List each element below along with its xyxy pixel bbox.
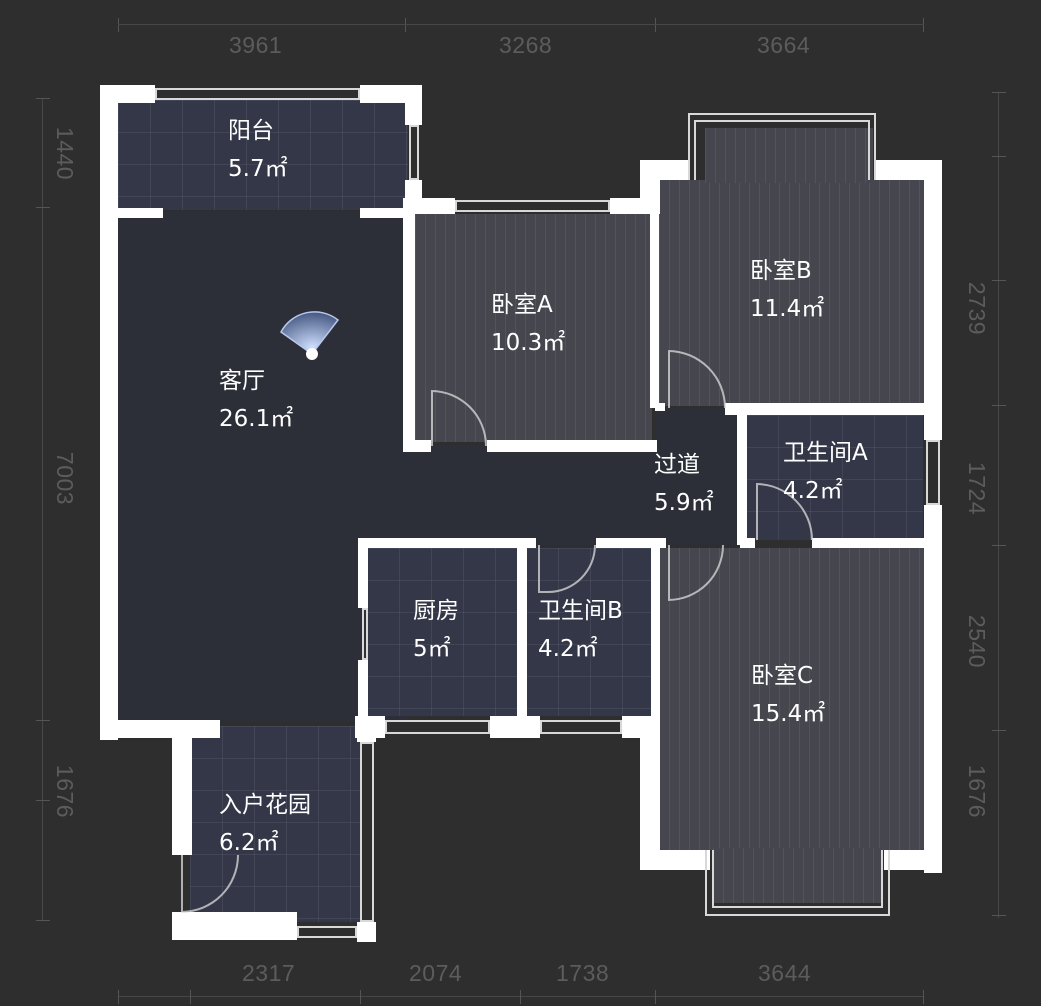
dim-right-2: 1724 bbox=[964, 461, 991, 516]
room-name: 客厅 bbox=[219, 368, 265, 394]
room-area: 26.1㎡ bbox=[219, 406, 294, 432]
room-name: 厨房 bbox=[413, 598, 459, 624]
dim-left-2: 7003 bbox=[52, 451, 79, 506]
room-area: 6.2㎡ bbox=[219, 830, 279, 856]
room-name: 卫生间B bbox=[538, 598, 623, 624]
room-name: 卧室A bbox=[491, 292, 553, 318]
room-name: 过道 bbox=[654, 452, 700, 478]
room-area: 5㎡ bbox=[413, 636, 451, 662]
label-bedroom-b: 卧室B 11.4㎡ bbox=[750, 252, 824, 328]
room-area: 15.4㎡ bbox=[751, 701, 826, 727]
dim-bottom-1: 2317 bbox=[242, 960, 296, 986]
room-area: 10.3㎡ bbox=[491, 330, 566, 356]
dim-right-1: 2739 bbox=[964, 281, 991, 336]
bedroom-b-baywindow bbox=[705, 128, 873, 183]
room-area: 4.2㎡ bbox=[783, 478, 843, 504]
label-kitchen: 厨房 5㎡ bbox=[413, 592, 459, 668]
room-name: 卧室B bbox=[750, 258, 812, 284]
room-hallway[interactable] bbox=[655, 408, 740, 545]
dim-right-3: 2540 bbox=[964, 614, 991, 669]
room-area: 5.7㎡ bbox=[228, 156, 288, 182]
label-entry-garden: 入户花园 6.2㎡ bbox=[219, 786, 311, 862]
label-bedroom-a: 卧室A 10.3㎡ bbox=[491, 286, 565, 362]
room-bedroom-b[interactable] bbox=[659, 180, 924, 406]
label-balcony: 阳台 5.7㎡ bbox=[228, 112, 288, 188]
label-hallway: 过道 5.9㎡ bbox=[654, 446, 714, 522]
label-bathroom-a: 卫生间A 4.2㎡ bbox=[783, 434, 868, 510]
room-name: 入户花园 bbox=[219, 792, 311, 818]
room-balcony[interactable] bbox=[118, 100, 408, 210]
dim-top-3: 3664 bbox=[757, 32, 811, 58]
room-area: 5.9㎡ bbox=[654, 490, 714, 516]
camera-fov-icon[interactable] bbox=[276, 310, 346, 365]
label-bedroom-c: 卧室C 15.4㎡ bbox=[751, 657, 825, 733]
label-bathroom-b: 卫生间B 4.2㎡ bbox=[538, 592, 623, 668]
dim-bottom-4: 3644 bbox=[758, 960, 812, 986]
dim-top-1: 3961 bbox=[229, 32, 283, 58]
dim-top-2: 3268 bbox=[499, 32, 553, 58]
dim-left-1: 1440 bbox=[52, 126, 79, 181]
dim-left-3: 1676 bbox=[52, 764, 79, 819]
dim-bottom-2: 2074 bbox=[409, 960, 463, 986]
room-name: 卫生间A bbox=[783, 440, 868, 466]
room-name: 阳台 bbox=[228, 118, 274, 144]
room-area: 11.4㎡ bbox=[750, 296, 825, 322]
room-kitchen[interactable] bbox=[367, 548, 517, 716]
room-living[interactable] bbox=[118, 212, 408, 722]
room-name: 卧室C bbox=[751, 663, 814, 689]
bedroom-c-baywindow bbox=[713, 848, 881, 903]
room-entry-garden[interactable] bbox=[190, 726, 362, 922]
label-living: 客厅 26.1㎡ bbox=[219, 362, 293, 438]
dim-right-4: 1676 bbox=[964, 764, 991, 819]
room-bedroom-c[interactable] bbox=[659, 548, 924, 850]
room-area: 4.2㎡ bbox=[538, 636, 598, 662]
dim-bottom-3: 1738 bbox=[556, 960, 610, 986]
